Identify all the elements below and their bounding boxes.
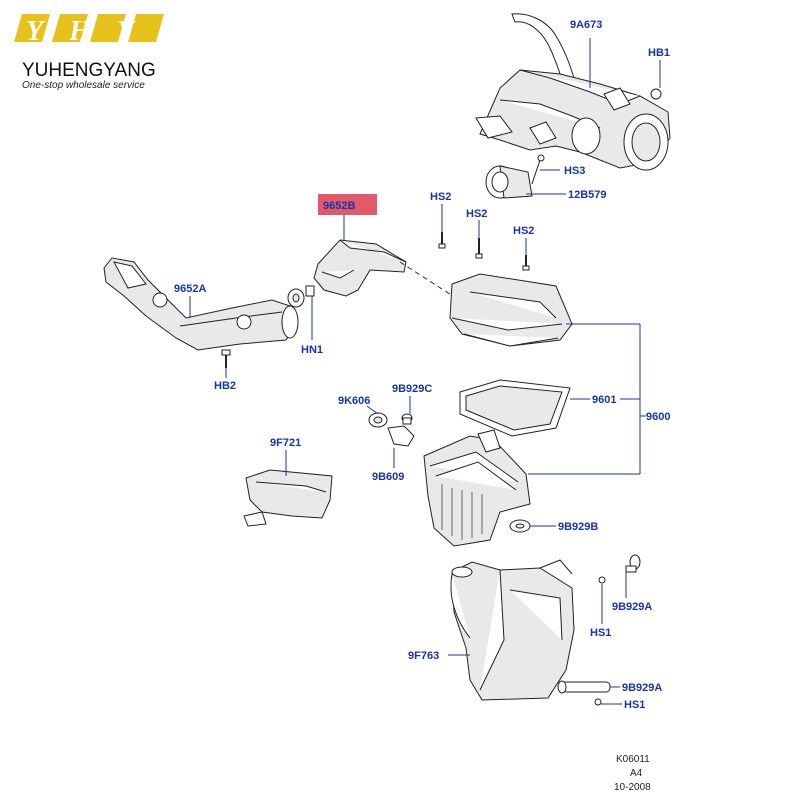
reference-size: A4 (630, 768, 643, 779)
bolt-hb2-drawing (221, 349, 231, 368)
label-9a673[interactable]: 9A673 (570, 19, 602, 31)
leader-lines (189, 38, 661, 705)
grommet-9b929a-lower-drawing (557, 680, 611, 706)
label-12b579[interactable]: 12B579 (568, 189, 607, 201)
label-9652a[interactable]: 9652A (174, 283, 206, 295)
label-9b929c[interactable]: 9B929C (392, 383, 432, 395)
air-intake-duct-drawing (103, 257, 299, 351)
label-9f721[interactable]: 9F721 (270, 437, 301, 449)
heat-shield-drawing (243, 469, 333, 527)
label-hs3[interactable]: HS3 (564, 165, 585, 177)
label-hs1-lower[interactable]: HS1 (624, 699, 645, 711)
mass-air-flow-sensor-drawing (485, 154, 545, 199)
label-9f763[interactable]: 9F763 (408, 650, 439, 662)
grommet-9b929c-drawing (401, 413, 413, 425)
air-filter-element-drawing (459, 379, 571, 437)
label-hb1[interactable]: HB1 (648, 47, 670, 59)
label-hs2-right[interactable]: HS2 (513, 225, 534, 237)
air-cleaner-housing-drawing (423, 429, 531, 547)
logo-block-2 (52, 14, 88, 42)
label-9b609[interactable]: 9B609 (372, 471, 404, 483)
grommet-9b929a-upper-drawing (598, 554, 641, 584)
brand-logo: YHY YUHENGYANG One-stop wholesale servic… (14, 14, 164, 91)
label-9b929a-lower[interactable]: 9B929A (622, 682, 662, 694)
resonator-9f763-drawing (450, 559, 575, 701)
nut-grommet-drawing (287, 285, 315, 308)
logo-tagline: One-stop wholesale service (22, 80, 145, 91)
air-duct-9652b-drawing (313, 239, 407, 297)
logo-letters: YHY (26, 16, 160, 47)
label-hs1-upper[interactable]: HS1 (590, 627, 611, 639)
air-intake-resonator-drawing (475, 13, 671, 171)
label-hn1[interactable]: HN1 (301, 344, 323, 356)
label-hb2[interactable]: HB2 (214, 380, 236, 392)
air-cleaner-cover-drawing (449, 273, 573, 347)
bolt-hs2-drawings (438, 232, 530, 271)
label-hs2-middle[interactable]: HS2 (466, 208, 487, 220)
reference-date: 10-2008 (614, 782, 651, 793)
label-9b929a-upper[interactable]: 9B929A (612, 601, 652, 613)
grommet-9b929b-drawing (509, 519, 531, 533)
label-hs2-left[interactable]: HS2 (430, 191, 451, 203)
logo-brand: YUHENGYANG (22, 60, 156, 81)
logo-block-3 (90, 14, 126, 42)
logo-block-1 (14, 14, 50, 42)
ring-9k606-drawing (368, 412, 388, 428)
highlight-box (318, 194, 377, 215)
reference-code: K06011 (616, 754, 650, 765)
bracket-9b609-drawing (387, 425, 415, 447)
label-9b929b[interactable]: 9B929B (558, 521, 598, 533)
label-9k606[interactable]: 9K606 (338, 395, 370, 407)
logo-block-4 (128, 14, 164, 42)
label-9601[interactable]: 9601 (592, 394, 616, 406)
connection-line (399, 261, 457, 299)
label-9652b[interactable]: 9652B (323, 200, 355, 212)
label-9600[interactable]: 9600 (646, 411, 670, 423)
